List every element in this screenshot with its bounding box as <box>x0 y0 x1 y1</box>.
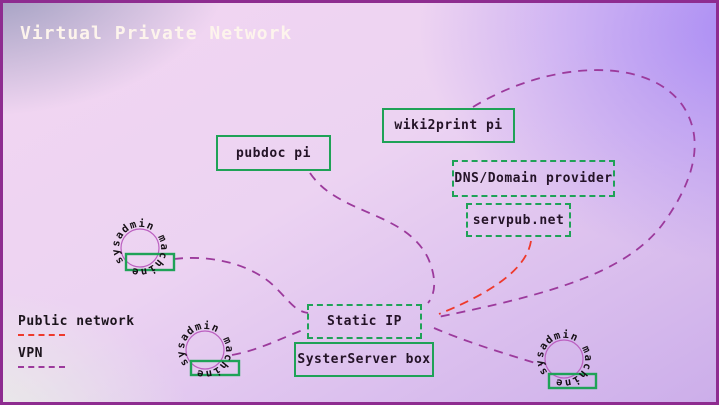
legend-line-vpn <box>18 366 65 368</box>
edge-wiki2print-to-staticip <box>437 69 696 318</box>
legend-line-public-network <box>18 334 65 336</box>
node-servpub-net: servpub.net <box>466 203 571 237</box>
legend-item-public-network: Public network <box>18 314 135 336</box>
sysadmin-circle <box>120 228 160 268</box>
node-label: pubdoc pi <box>236 145 311 161</box>
node-static-ip: Static IP <box>307 304 422 339</box>
legend-label-vpn: VPN <box>18 346 43 361</box>
node-label: DNS/Domain provider <box>454 171 613 186</box>
node-label: Static IP <box>327 314 402 329</box>
edge-sysadmin-left-to-staticip <box>173 257 309 314</box>
sysadmin-circle <box>544 339 584 379</box>
edge-pubdoc-to-staticip <box>309 172 436 304</box>
page-title: Virtual Private Network <box>20 23 293 44</box>
node-dns-domain-provider: DNS/Domain provider <box>452 160 615 197</box>
legend: Public network VPN <box>18 314 135 378</box>
edge-staticip-to-sysadmin-right <box>433 327 543 366</box>
legend-label-public-network: Public network <box>18 314 135 329</box>
legend-item-vpn: VPN <box>18 346 135 368</box>
sysadmin-label: sysadmin machine <box>175 320 235 380</box>
node-systerserver-box: SysterServer box <box>294 342 434 377</box>
sysadmin-box <box>547 372 598 390</box>
sysadmin-label: sysadmin machine <box>534 329 594 389</box>
node-wiki2print-pi: wiki2print pi <box>382 108 515 143</box>
connections-layer: sysadmin machine sysadmin machine sysadm… <box>110 69 696 390</box>
node-label: wiki2print pi <box>394 118 503 133</box>
edge-servpub-to-staticip <box>438 240 532 315</box>
node-label: SysterServer box <box>297 352 431 367</box>
sysadmin-box <box>189 359 241 377</box>
sysadmin-box <box>124 252 176 272</box>
sysadmin-circle <box>185 330 225 370</box>
sysadmin-node-right: sysadmin machine <box>534 329 598 390</box>
sysadmin-node-middle: sysadmin machine <box>175 320 241 380</box>
node-label: servpub.net <box>472 212 565 228</box>
node-pubdoc-pi: pubdoc pi <box>216 135 331 171</box>
sysadmin-node-left: sysadmin machine <box>110 218 176 278</box>
edge-sysadmin-middle-to-staticip <box>231 328 306 356</box>
